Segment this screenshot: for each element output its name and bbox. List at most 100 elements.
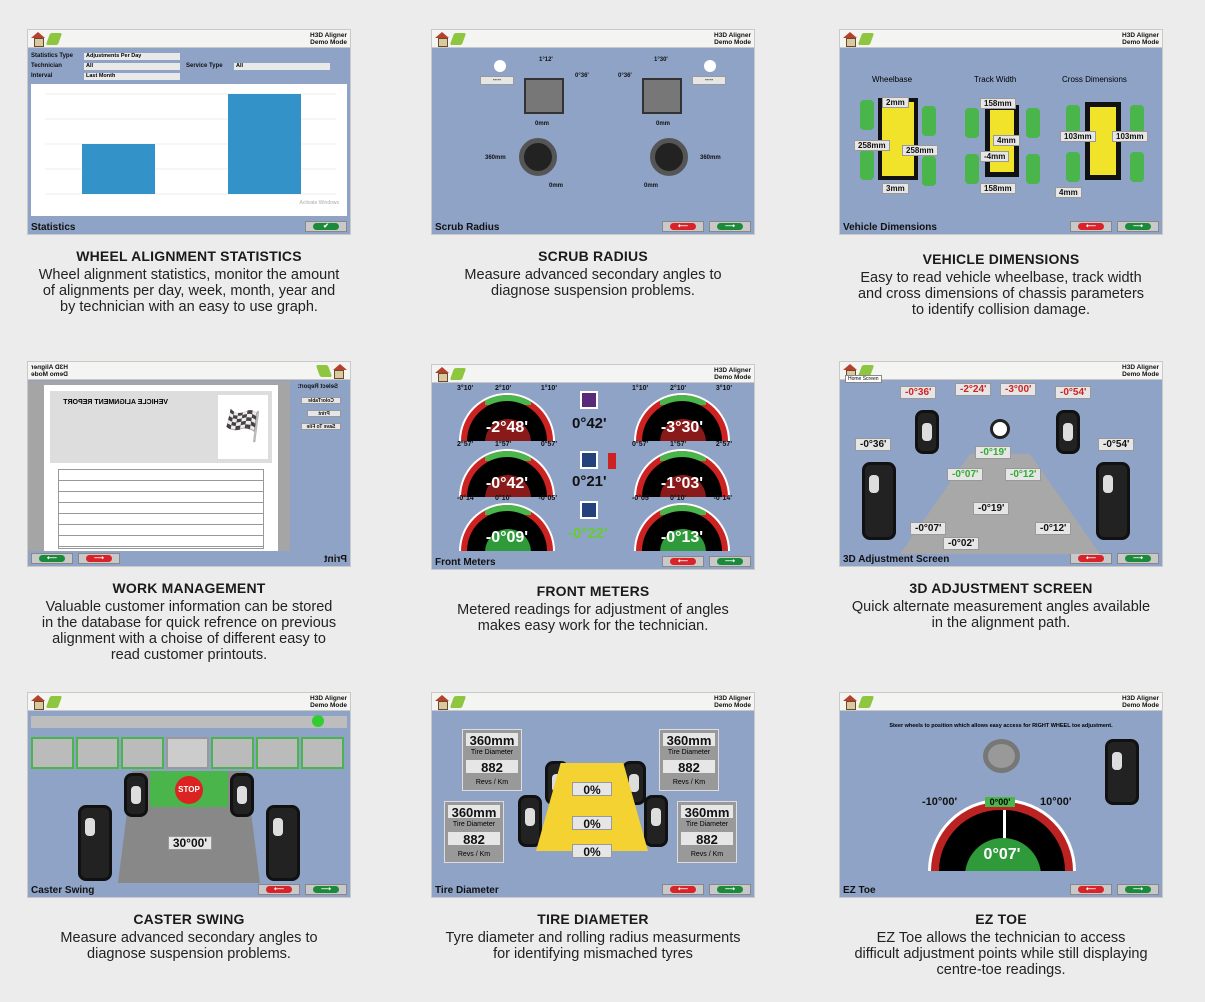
statistics-type-select[interactable]: Adjustments Per Day (84, 53, 180, 60)
home-icon[interactable] (435, 367, 449, 382)
wheel-icon (965, 108, 979, 138)
next-button[interactable]: ⟶ (709, 556, 751, 567)
angle-value: -0°07' (947, 468, 984, 481)
app-footer: 3D Adjustment Screen ⟵⟶ (840, 552, 1162, 566)
label: Tyre diameter and rolling radius measurm… (445, 930, 741, 946)
next-button[interactable]: ⟶ (1117, 553, 1159, 564)
back-button[interactable]: ⟵ (1070, 553, 1112, 564)
home-icon[interactable] (31, 695, 45, 710)
feature-title: SCRUB RADIUS (538, 248, 648, 264)
next-button[interactable]: ⟶ (305, 884, 347, 895)
screen-title: Statistics (31, 222, 76, 233)
tools-icon[interactable] (449, 696, 467, 708)
home-icon[interactable] (435, 32, 449, 47)
angle-value: -0°19' (973, 502, 1010, 515)
label: to identify collision damage. (911, 302, 1091, 318)
tire-icon (1056, 410, 1080, 454)
tire-diameter-value: 360mm (447, 804, 501, 820)
app-footer: Tire Diameter ⟵⟶ (432, 883, 754, 897)
dimension-value: 258mm (854, 140, 890, 151)
back-button[interactable]: ⟵ (662, 884, 704, 895)
gauge-value: -3°30' (660, 419, 704, 436)
interval-select[interactable]: Last Month (84, 73, 180, 80)
step-tab[interactable] (76, 737, 119, 769)
label: 360mm (700, 155, 721, 161)
interval-label: Interval (31, 73, 53, 79)
step-tab[interactable] (121, 737, 164, 769)
label: 0mm (549, 183, 564, 189)
tools-icon[interactable] (449, 33, 467, 45)
tools-icon[interactable] (315, 365, 333, 377)
dimension-value: 3mm (882, 183, 909, 194)
app-footer: Print ⟵⟶ (28, 552, 350, 566)
step-tab[interactable] (256, 737, 299, 769)
chassis (878, 98, 918, 180)
label: diagnose suspension problems. (491, 283, 695, 299)
step-tab[interactable] (166, 737, 209, 769)
tools-icon[interactable] (857, 33, 875, 45)
tire-icon (1105, 739, 1139, 805)
print-button[interactable]: Print (307, 410, 341, 417)
next-button[interactable]: ⟶ (1117, 884, 1159, 895)
tire-diameter-label: Tire Diameter (685, 821, 729, 828)
home-icon[interactable] (333, 364, 347, 377)
toe-gauge: 0°07' (928, 799, 1076, 871)
wheel-icon (922, 106, 936, 136)
step-tab[interactable] (211, 737, 254, 769)
back-button[interactable]: ⟵ (662, 221, 704, 232)
gauge-max-label: -0°14' (713, 495, 732, 502)
tools-icon[interactable] (45, 696, 63, 708)
angle-value: -0°54' (1098, 438, 1135, 451)
next-button[interactable]: ⟶ (709, 884, 751, 895)
home-icon[interactable] (31, 32, 45, 47)
step-tab[interactable] (31, 737, 74, 769)
label: Demo Mode (714, 374, 751, 381)
tire-info-panel: 360mm Tire Diameter 882 Revs / Km (462, 729, 522, 791)
decoration (660, 395, 706, 405)
next-button[interactable]: ⟶ (709, 221, 751, 232)
gauge-max-label: 3°10' (715, 385, 732, 392)
home-icon[interactable] (843, 695, 857, 710)
decoration (660, 419, 706, 441)
tools-icon[interactable] (449, 368, 467, 380)
back-button[interactable]: ⟵ (1070, 884, 1112, 895)
home-icon[interactable] (843, 32, 857, 47)
tools-icon[interactable] (45, 33, 63, 45)
dimension-value: 103mm (1112, 131, 1148, 142)
back-button[interactable]: ⟵ (78, 553, 120, 564)
technician-select[interactable]: All (84, 63, 180, 70)
back-button[interactable]: ⟵ (258, 884, 300, 895)
save-to-file-button[interactable]: Save To File (301, 423, 341, 430)
back-button[interactable]: ⟵ (662, 556, 704, 567)
step-tab[interactable] (301, 737, 344, 769)
decoration (485, 505, 531, 515)
next-button[interactable]: ⟶ (31, 553, 73, 564)
service-type-select[interactable]: All (234, 63, 330, 70)
gauge-min-label: -0°14' (457, 495, 476, 502)
wheelbase-label: Wheelbase (872, 75, 913, 84)
confirm-button[interactable]: ✔ (305, 221, 347, 232)
label: Demo Mode (1122, 702, 1159, 709)
back-button[interactable]: ⟵ (1070, 221, 1112, 232)
arrow-right-icon: ⟶ (717, 223, 743, 230)
home-icon[interactable] (435, 695, 449, 710)
color-table-select[interactable]: ColorTable (301, 397, 341, 404)
decoration (660, 475, 706, 497)
arrow-right-icon: ⟶ (313, 886, 339, 893)
label: alignment with a choise of different eas… (52, 631, 326, 647)
decoration (485, 529, 531, 551)
checkered-flag-icon: 🏁 (218, 395, 268, 459)
label: H3D Aligner (310, 695, 347, 702)
arrow-right-icon: ⟶ (39, 555, 65, 562)
next-button[interactable]: ⟶ (1117, 221, 1159, 232)
angle-value: -2°24' (955, 383, 992, 396)
tools-icon[interactable] (857, 696, 875, 708)
tire-icon (78, 805, 112, 881)
gauge-value: -2°48' (485, 419, 529, 436)
dimension-value: 4mm (993, 135, 1020, 146)
decoration: TIRE DIAMETER Tyre diameter and rolling … (432, 911, 754, 962)
